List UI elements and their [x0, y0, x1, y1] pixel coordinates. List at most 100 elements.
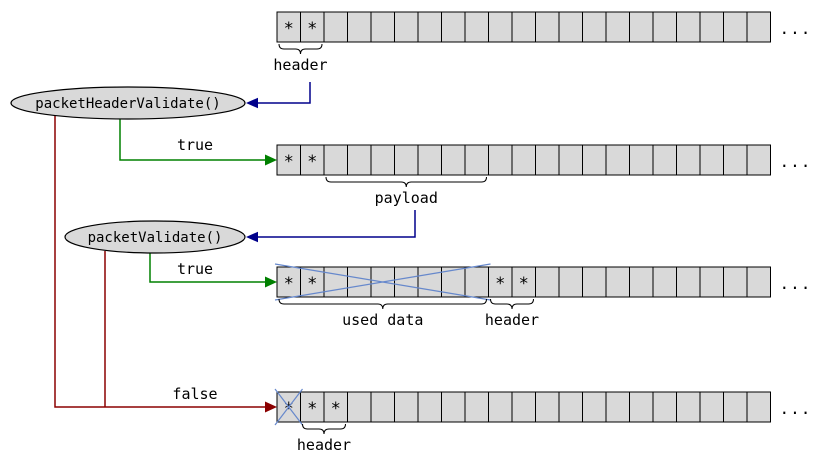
edge-label-true-1: true: [177, 136, 213, 154]
buffer-cell: [746, 144, 771, 176]
brace: [278, 43, 323, 55]
ellipsis: ...: [780, 19, 812, 38]
region-label: header: [273, 56, 327, 74]
buffer-cell: [605, 144, 630, 176]
buffer-cell: [699, 391, 724, 423]
buffer-cell: [723, 266, 748, 298]
buffer-cell: [652, 11, 677, 43]
star-marker: *: [307, 19, 317, 39]
buffer-cell: [394, 391, 419, 423]
region-label: header: [297, 436, 351, 454]
ellipsis: ...: [780, 274, 812, 293]
buffer-cell: [652, 144, 677, 176]
buffer-cell: [535, 11, 560, 43]
buffer-cell: [629, 144, 654, 176]
star-marker: *: [495, 274, 505, 294]
buffer-cell: [511, 391, 536, 423]
buffer-cell: [629, 391, 654, 423]
ellipsis: ...: [780, 152, 812, 171]
buffer-cell: [699, 266, 724, 298]
buffer-cell: [441, 144, 466, 176]
arrowhead-left-icon: [246, 97, 258, 109]
buffer-cell: [746, 391, 771, 423]
node-label: packetValidate(): [88, 230, 223, 246]
buffer-cell: [370, 11, 395, 43]
buffer-cell: [676, 266, 701, 298]
arrowhead-left-icon: [246, 231, 258, 243]
cross-out-mark: [274, 263, 491, 301]
brace: [490, 298, 534, 310]
buffer-cell: [323, 11, 348, 43]
ellipsis: ...: [780, 399, 812, 418]
buffer-cell: [441, 391, 466, 423]
buffer-cell: [535, 266, 560, 298]
edge-label-false: false: [172, 385, 217, 403]
buffer-cell: [464, 11, 489, 43]
edge-line: [258, 210, 416, 238]
buffer-cell: [394, 11, 419, 43]
star-marker: *: [284, 399, 294, 419]
edge-line: [258, 82, 311, 104]
brace: [325, 176, 487, 188]
node-ellipse: [10, 86, 246, 120]
edge-line: [119, 119, 265, 161]
edge-validate-false: [54, 116, 277, 413]
buffer-cell: [464, 144, 489, 176]
buffer-cell: [347, 391, 372, 423]
buffer-cell: [558, 11, 583, 43]
buffer-cell: [605, 391, 630, 423]
buffer-cell: [723, 11, 748, 43]
buffer-cell: [370, 144, 395, 176]
arrowhead-right-icon: [265, 276, 277, 288]
buffer-cell: [676, 144, 701, 176]
buffer-cell: [535, 391, 560, 423]
star-marker: *: [307, 274, 317, 294]
arrowhead-right-icon: [265, 154, 277, 166]
region-label: payload: [375, 189, 438, 207]
star-marker: *: [284, 152, 294, 172]
buffer-cell: [464, 391, 489, 423]
buffer-row-2: **payload...: [276, 144, 812, 207]
buffer-cell: [558, 144, 583, 176]
buffer-cell: [441, 11, 466, 43]
buffer-cell: [558, 391, 583, 423]
buffer-cell: [582, 11, 607, 43]
buffer-cell: [746, 266, 771, 298]
buffer-cell: [676, 11, 701, 43]
buffer-cell: [629, 11, 654, 43]
buffer-cell: [652, 391, 677, 423]
buffer-cell: [699, 11, 724, 43]
buffer-cell: [582, 391, 607, 423]
star-marker: *: [519, 274, 529, 294]
node-ellipse: [64, 220, 246, 254]
node-label: packetHeaderValidate(): [35, 96, 220, 112]
buffer-cell: [652, 266, 677, 298]
star-marker: *: [284, 19, 294, 39]
buffer-cell: [488, 11, 513, 43]
region-label: header: [485, 311, 539, 329]
edge-payload-to-packetValidate: [246, 210, 416, 243]
buffer-cell: [370, 391, 395, 423]
buffer-cell: [417, 391, 442, 423]
buffer-cell: [417, 266, 442, 298]
buffer-cell: [323, 266, 348, 298]
buffer-cell: [582, 266, 607, 298]
edge-headerValidate-true: [119, 119, 277, 166]
buffer-cell: [488, 391, 513, 423]
star-marker: *: [307, 399, 317, 419]
buffer-cell: [535, 144, 560, 176]
arrowhead-right-icon: [265, 401, 277, 413]
buffer-row-4: ***header...: [274, 388, 812, 454]
buffer-cell: [323, 144, 348, 176]
buffer-cell: [347, 266, 372, 298]
edge-line: [149, 253, 265, 283]
node-packetValidate: packetValidate(): [64, 220, 246, 254]
buffer-cell: [511, 144, 536, 176]
star-marker: *: [284, 274, 294, 294]
buffer-cell: [699, 144, 724, 176]
buffer-cell: [417, 11, 442, 43]
edge-packetValidate-true: [149, 253, 277, 288]
